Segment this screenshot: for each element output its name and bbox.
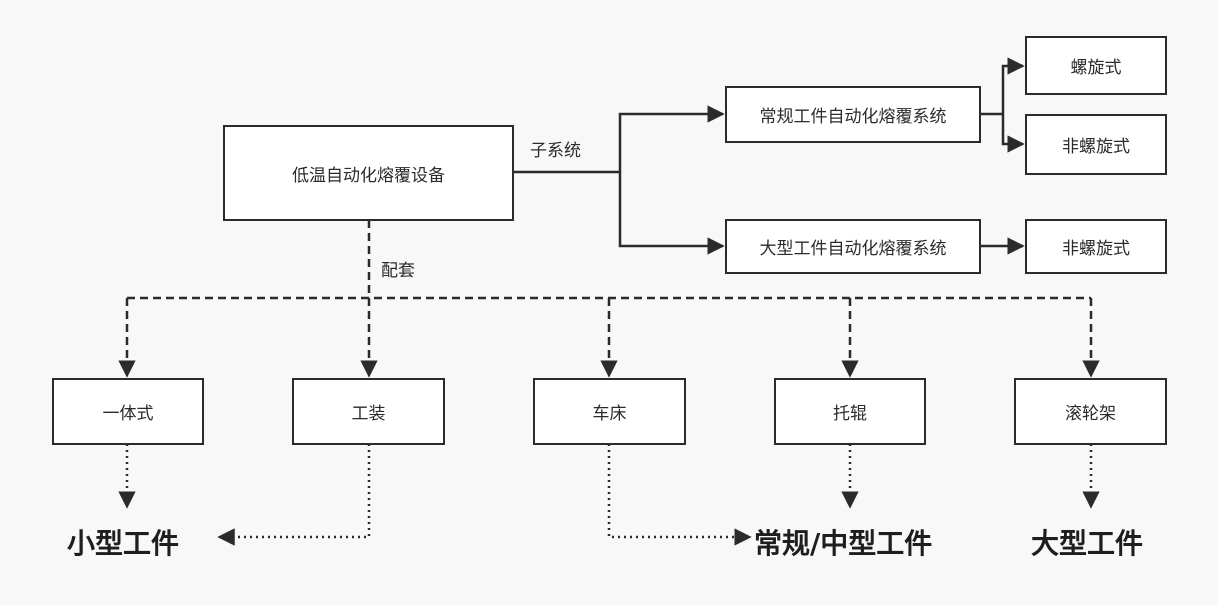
node-roller: 托辊 [774, 378, 926, 445]
node-screw-type: 螺旋式 [1025, 36, 1167, 95]
node-lathe: 车床 [533, 378, 686, 445]
edge-to-large-system [618, 172, 725, 255]
node-large-system: 大型工件自动化熔覆系统 [725, 219, 981, 274]
outcome-large-workpiece: 大型工件 [1031, 527, 1144, 560]
node-non-screw-type-2: 非螺旋式 [1025, 219, 1167, 274]
edge-fixture-to-small [217, 444, 371, 546]
node-integrated: 一体式 [52, 378, 204, 445]
node-main-equipment: 低温自动化熔覆设备 [223, 125, 514, 221]
edge-lathe-to-regular-medium [607, 444, 752, 546]
edge-to-non-screw-type-1 [1001, 114, 1025, 153]
edge-label-supporting: 配套 [381, 261, 415, 281]
edge-to-regular-system [618, 105, 725, 172]
node-non-screw-type-1: 非螺旋式 [1025, 114, 1167, 175]
outcome-regular-medium-workpiece: 常规/中型工件 [754, 527, 933, 560]
node-regular-system: 常规工件自动化熔覆系统 [725, 86, 981, 143]
node-rolling-frame: 滚轮架 [1014, 378, 1167, 445]
edge-to-screw-type [1001, 57, 1025, 114]
node-fixture: 工装 [292, 378, 445, 445]
edge-label-subsystem: 子系统 [530, 141, 581, 161]
outcome-small-workpiece: 小型工件 [67, 527, 180, 560]
